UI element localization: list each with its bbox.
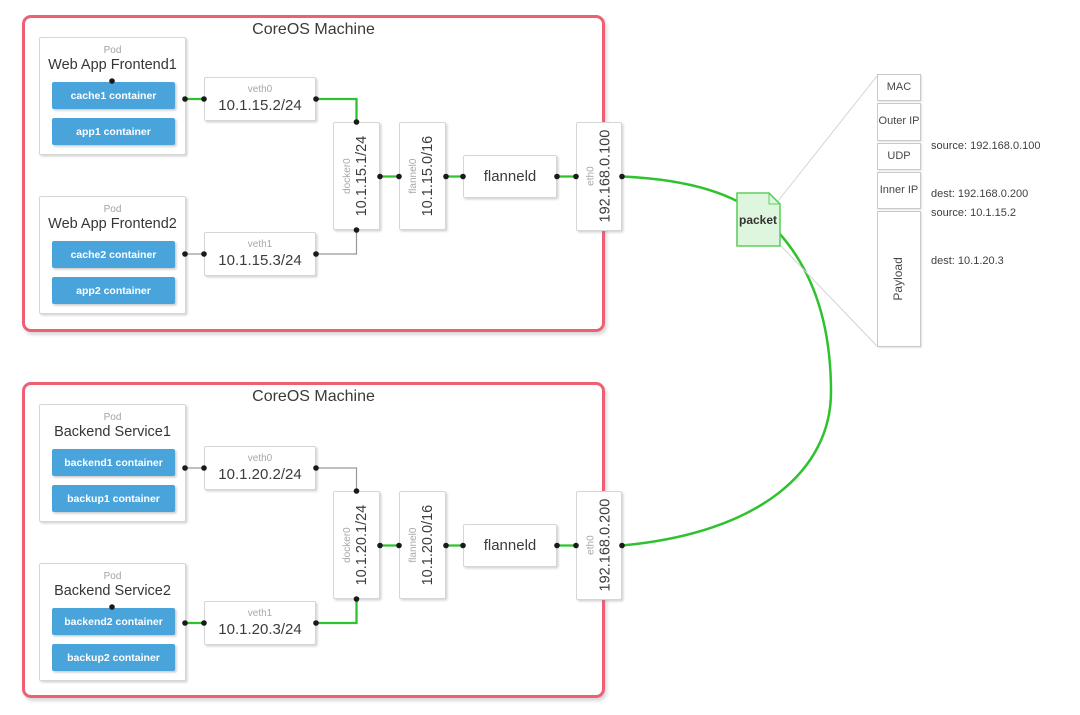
callout-line-bottom: [780, 245, 878, 347]
eth0-a-name: eth0: [584, 166, 596, 187]
backend2-container: backend2 container: [52, 608, 175, 635]
inner-ip-dest: dest: 10.1.20.3: [931, 255, 1004, 267]
flannel0-b-ip: 10.1.20.0/16: [419, 504, 436, 586]
packet-cell-payload: Payload: [877, 211, 921, 347]
eth0-b-box: eth0 192.168.0.200: [576, 491, 622, 600]
pod-b2-tag: Pod: [103, 571, 122, 582]
pod-web-app-frontend1: Pod Web App Frontend1 cache1 container a…: [39, 37, 186, 155]
pod-backend-service1: Pod Backend Service1 backend1 container …: [39, 404, 186, 522]
veth1-a-box: veth1 10.1.15.3/24: [204, 232, 316, 276]
packet-cell-inner-ip: Inner IP: [877, 172, 921, 209]
payload-label: Payload: [891, 257, 906, 301]
pod-a2-title: Web App Frontend2: [48, 216, 177, 232]
pod-a1-tag: Pod: [103, 45, 122, 56]
eth0-a-ip: 192.168.0.100: [596, 130, 613, 223]
flanneld-a-box: flanneld: [463, 155, 557, 198]
outer-ip-annotation: source: 192.168.0.100 dest: 192.168.0.20…: [931, 106, 1040, 234]
flannel0-a-ip: 10.1.15.0/16: [419, 135, 436, 217]
outer-ip-dest: dest: 192.168.0.200: [931, 188, 1029, 200]
backup1-container: backup1 container: [52, 485, 175, 512]
docker0-a-name: docker0: [342, 158, 354, 194]
eth0-a-box: eth0 192.168.0.100: [576, 122, 622, 231]
pod-a1-title: Web App Frontend1: [48, 57, 177, 73]
flannel0-a-box: flannel0 10.1.15.0/16: [399, 122, 446, 230]
flannel0-b-box: flannel0 10.1.20.0/16: [399, 491, 446, 599]
packet-cell-udp: UDP: [877, 143, 921, 170]
docker0-a-ip: 10.1.15.1/24: [353, 135, 370, 217]
veth1-a-name: veth1: [247, 239, 273, 250]
pod-b1-tag: Pod: [103, 412, 122, 423]
cache2-container: cache2 container: [52, 241, 175, 268]
inner-ip-source: source: 10.1.15.2: [931, 207, 1017, 219]
veth1-b-name: veth1: [247, 608, 273, 619]
veth0-b-box: veth0 10.1.20.2/24: [204, 446, 316, 490]
pod-b1-title: Backend Service1: [54, 424, 171, 440]
cache1-container: cache1 container: [52, 82, 175, 109]
pod-backend-service2: Pod Backend Service2 backend2 container …: [39, 563, 186, 681]
wire-eth0a-to-eth0b-packet-flow: [621, 175, 833, 547]
packet-cell-mac: MAC: [877, 74, 921, 101]
docker0-a-box: docker0 10.1.15.1/24: [333, 122, 380, 230]
packet-cell-outer-ip: Outer IP: [877, 103, 921, 141]
flanneld-b-box: flanneld: [463, 524, 557, 567]
backend1-container: backend1 container: [52, 449, 175, 476]
docker0-b-name: docker0: [342, 527, 354, 563]
flannel0-b-name: flannel0: [408, 527, 420, 563]
app2-container: app2 container: [52, 277, 175, 304]
packet-label: packet: [738, 213, 778, 227]
inner-ip-annotation: source: 10.1.15.2 dest: 10.1.20.3: [931, 173, 1016, 301]
flannel0-a-name: flannel0: [408, 158, 420, 194]
veth0-a-ip: 10.1.15.2/24: [218, 97, 302, 114]
veth1-b-box: veth1 10.1.20.3/24: [204, 601, 316, 645]
eth0-b-name: eth0: [584, 535, 596, 556]
docker0-b-ip: 10.1.20.1/24: [353, 504, 370, 586]
docker0-b-box: docker0 10.1.20.1/24: [333, 491, 380, 599]
eth0-b-ip: 192.168.0.200: [596, 499, 613, 592]
veth0-a-box: veth0 10.1.15.2/24: [204, 77, 316, 121]
veth1-b-ip: 10.1.20.3/24: [218, 621, 302, 638]
machine-a-title: CoreOS Machine: [252, 21, 375, 38]
pod-b2-title: Backend Service2: [54, 583, 171, 599]
veth0-b-name: veth0: [247, 453, 273, 464]
outer-ip-source: source: 192.168.0.100: [931, 140, 1041, 152]
app1-container: app1 container: [52, 118, 175, 145]
veth1-a-ip: 10.1.15.3/24: [218, 252, 302, 269]
veth0-b-ip: 10.1.20.2/24: [218, 466, 302, 483]
callout-line-top: [777, 75, 878, 202]
machine-b-title: CoreOS Machine: [252, 388, 375, 405]
pod-web-app-frontend2: Pod Web App Frontend2 cache2 container a…: [39, 196, 186, 314]
backup2-container: backup2 container: [52, 644, 175, 671]
pod-a2-tag: Pod: [103, 204, 122, 215]
veth0-a-name: veth0: [247, 84, 273, 95]
